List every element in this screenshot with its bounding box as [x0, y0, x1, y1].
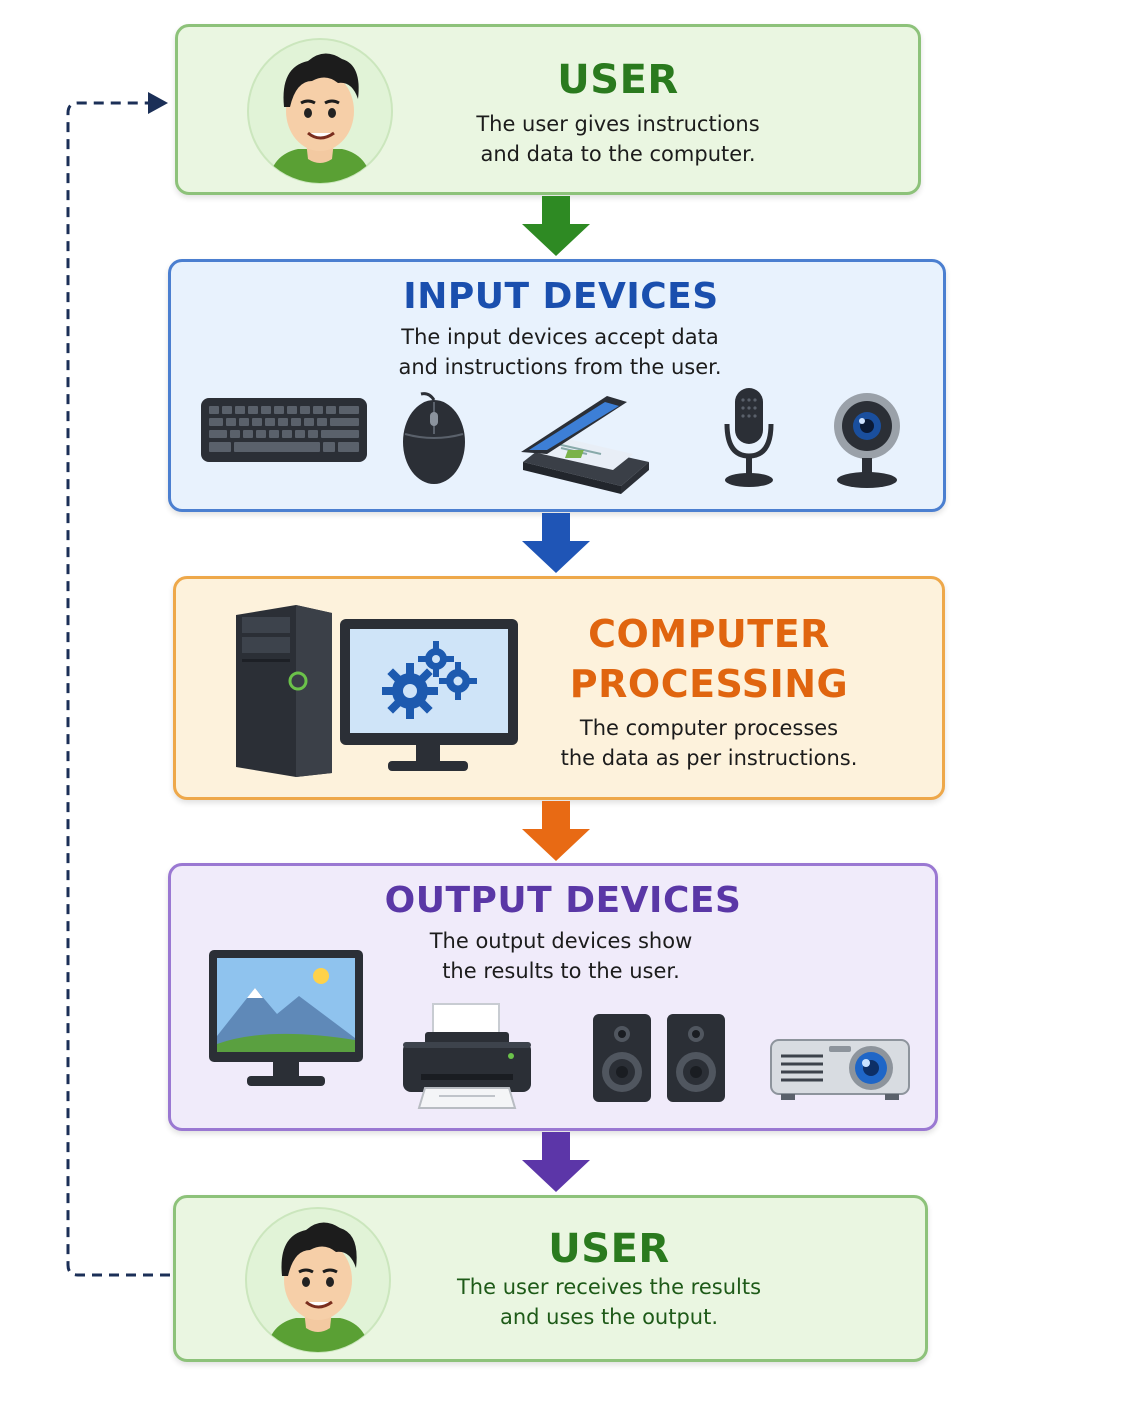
- user-bottom-description: The user receives the results and uses t…: [456, 1275, 762, 1329]
- flow-arrow-processing-to-output: [522, 801, 590, 861]
- computer-processing-title: COMPUTER PROCESSING: [569, 612, 849, 706]
- output-devices-title: OUTPUT DEVICES: [384, 880, 742, 921]
- printer-icon: [403, 1003, 531, 1109]
- monitor-landscape-icon: [209, 950, 363, 1086]
- input-devices-title: INPUT DEVICES: [403, 276, 719, 317]
- flow-arrow-input-to-processing: [522, 513, 590, 573]
- flow-arrow-output-to-user: [522, 1132, 590, 1192]
- keyboard-icon: [201, 398, 367, 462]
- input-devices-description: The input devices accept data and instru…: [398, 325, 722, 379]
- user-bottom-title: USER: [548, 1226, 670, 1272]
- user-avatar-icon: [245, 1207, 391, 1353]
- user-top-title: USER: [557, 57, 679, 103]
- monitor-gears-icon: [340, 619, 518, 771]
- cpu-tower-icon: [236, 605, 332, 777]
- projector-icon: [770, 1039, 910, 1100]
- speakers-icon: [593, 1014, 725, 1102]
- user-top-description: The user gives instructions and data to …: [476, 112, 760, 166]
- flow-arrow-user-to-input: [522, 196, 590, 256]
- webcam-icon: [834, 393, 900, 488]
- feedback-loop-arrow: [66, 92, 170, 1277]
- scanner-icon: [521, 396, 649, 494]
- mouse-icon: [403, 392, 465, 484]
- user-avatar-icon: [247, 38, 393, 184]
- user-box-top: USER The user gives instructions and dat…: [175, 24, 921, 195]
- computer-processing-description: The computer processes the data as per i…: [560, 716, 858, 770]
- computer-processing-box: COMPUTER PROCESSING The computer process…: [173, 576, 945, 800]
- user-box-bottom: USER The user receives the results and u…: [173, 1195, 928, 1362]
- input-devices-box: INPUT DEVICES The input devices accept d…: [168, 259, 946, 512]
- output-devices-box: OUTPUT DEVICES The output devices show t…: [168, 863, 938, 1131]
- output-devices-description: The output devices show the results to t…: [429, 929, 693, 983]
- microphone-icon: [724, 388, 774, 487]
